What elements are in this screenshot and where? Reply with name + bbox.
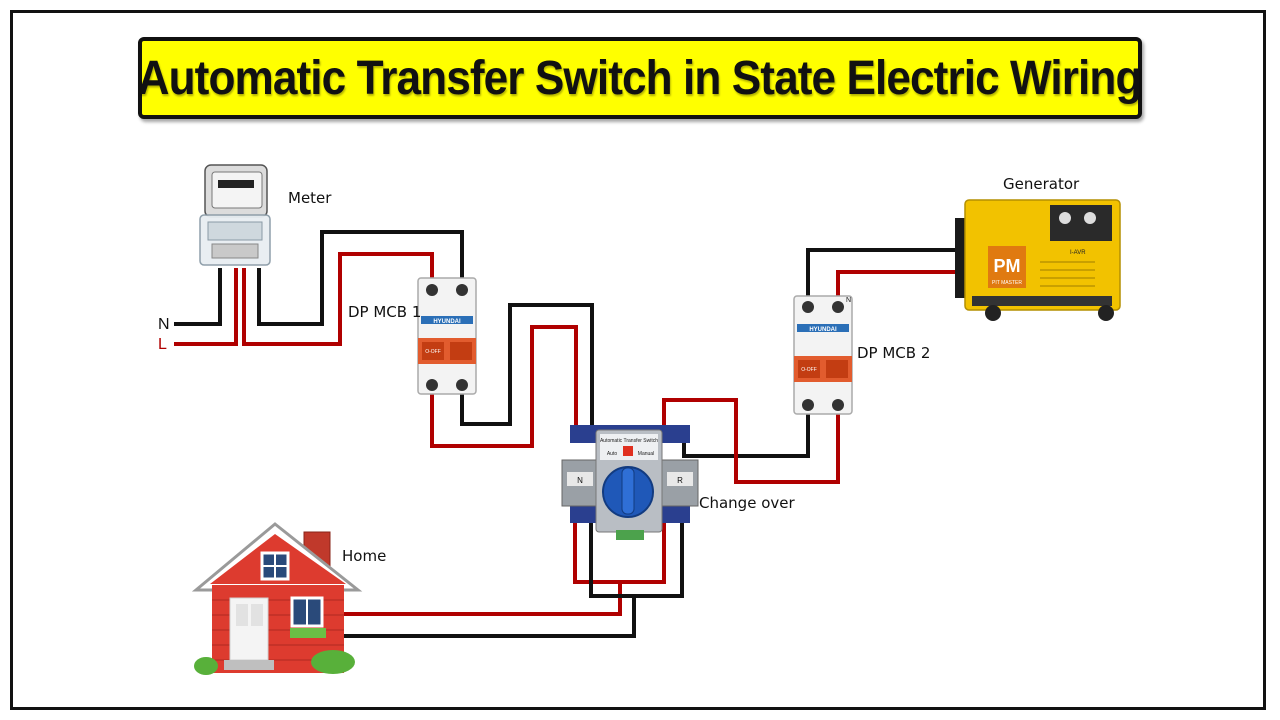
title-banner: Automatic Transfer Switch in State Elect… (138, 37, 1143, 119)
generator: PM PIT MASTER I-AVR (955, 199, 1121, 321)
wire-ats-out-live (342, 520, 666, 616)
mcb1-brand: HYUNDAI (433, 319, 461, 325)
dp-mcb-2: N HYUNDAI O-OFF (793, 295, 853, 415)
diagram-frame (10, 10, 1266, 710)
generator-brand-sub: PIT MASTER (992, 280, 1022, 286)
ats-r-label: R (677, 476, 683, 485)
dp-mcb-1: HYUNDAI O-OFF (417, 277, 477, 395)
mcb2-off-label: O-OFF (801, 367, 817, 373)
mcb2-label: DP MCB 2 (857, 344, 930, 362)
page-title: Automatic Transfer Switch in State Elect… (138, 51, 1143, 105)
home-house (191, 522, 363, 675)
ats-title: Automatic Transfer Switch (600, 438, 658, 444)
wire-mcb2-neutral-ats (682, 408, 810, 458)
mcb1-off-label: O-OFF (425, 349, 441, 355)
mcb1-label: DP MCB 1 (348, 303, 421, 321)
ats-manual-label: Manual (638, 451, 654, 457)
mcb2-brand: HYUNDAI (809, 327, 837, 333)
wire-meter-live-out (242, 252, 434, 346)
home-label: Home (342, 547, 386, 565)
wire-gen-live (836, 270, 955, 304)
live-label: L (158, 336, 167, 353)
wire-mcb1-live-ats (430, 325, 578, 448)
wire-meter-neutral-out (257, 230, 464, 326)
wire-live-input (174, 268, 238, 346)
neutral-label: N (158, 316, 170, 333)
wire-gen-neutral (806, 248, 955, 304)
generator-label: Generator (1003, 175, 1080, 193)
generator-avr-label: I-AVR (1070, 250, 1086, 256)
wire-neutral-input (174, 268, 222, 326)
automatic-transfer-switch: N R Automatic Transfer Switch Auto Manua… (561, 425, 699, 540)
ats-n-label: N (577, 476, 583, 485)
generator-brand: PM (994, 256, 1021, 276)
wire-mcb1-neutral-ats (460, 303, 594, 428)
wire-ats-out-neutral (342, 520, 684, 638)
wire-mcb2-live-ats (662, 398, 840, 484)
ats-auto-label: Auto (607, 451, 618, 457)
energy-meter (199, 164, 271, 266)
meter-label: Meter (288, 189, 332, 207)
mcb2-n-mark: N (846, 297, 851, 304)
changeover-label: Change over (699, 494, 795, 512)
wires (174, 230, 955, 638)
